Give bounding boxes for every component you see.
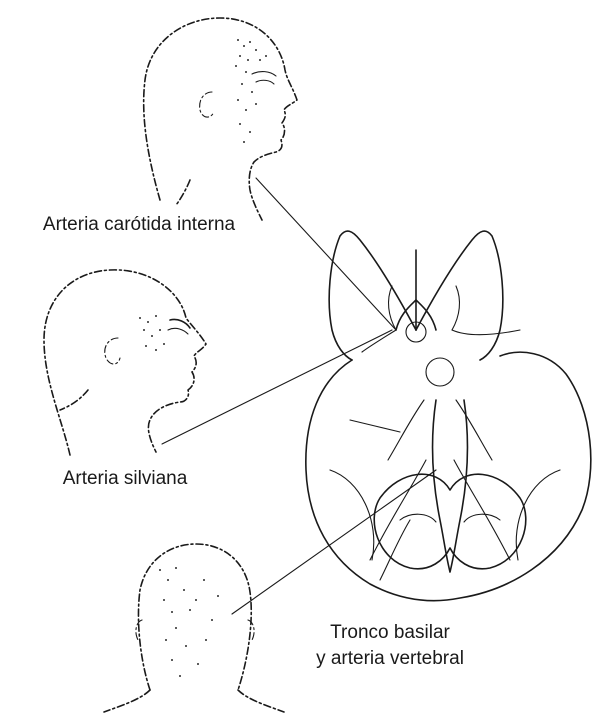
head-back-bottom bbox=[104, 544, 284, 712]
label-basilar-line1: Tronco basilar bbox=[270, 620, 510, 646]
leader-line-sylvian bbox=[162, 330, 392, 444]
label-basilar-vertebral: Tronco basilar y arteria vertebral bbox=[270, 620, 510, 672]
leader-line-carotid bbox=[256, 178, 396, 330]
label-internal-carotid: Arteria carótida interna bbox=[8, 212, 270, 238]
leader-line-basilar bbox=[232, 470, 436, 614]
head-profile-top bbox=[144, 18, 297, 220]
label-basilar-line2: y arteria vertebral bbox=[270, 646, 510, 672]
brain-ventral-view bbox=[306, 231, 591, 601]
label-sylvian-artery: Arteria silviana bbox=[30, 466, 220, 492]
head-profile-middle bbox=[44, 270, 206, 455]
